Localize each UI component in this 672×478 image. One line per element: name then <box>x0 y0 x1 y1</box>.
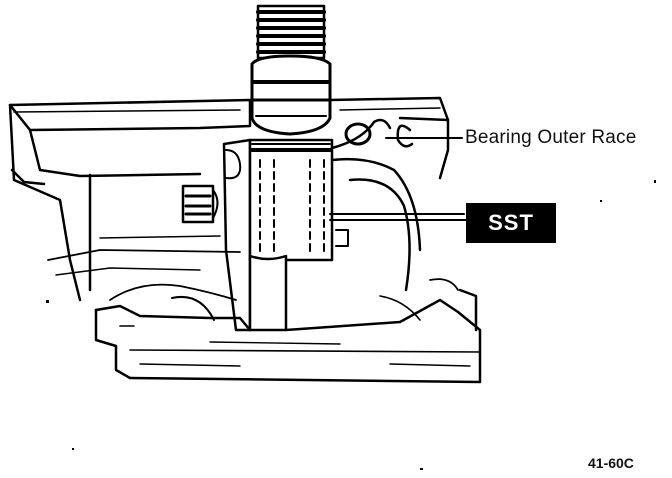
print-specks <box>46 180 656 470</box>
press-tool-head <box>250 54 332 136</box>
leader-lines <box>329 137 467 221</box>
bearing-outer-race-label: Bearing Outer Race <box>465 127 637 148</box>
figure-code: 41-60C <box>588 455 634 471</box>
press-tool-threaded-rod <box>256 4 326 60</box>
transmission-case <box>8 96 482 384</box>
sst-label: SST <box>466 203 556 243</box>
